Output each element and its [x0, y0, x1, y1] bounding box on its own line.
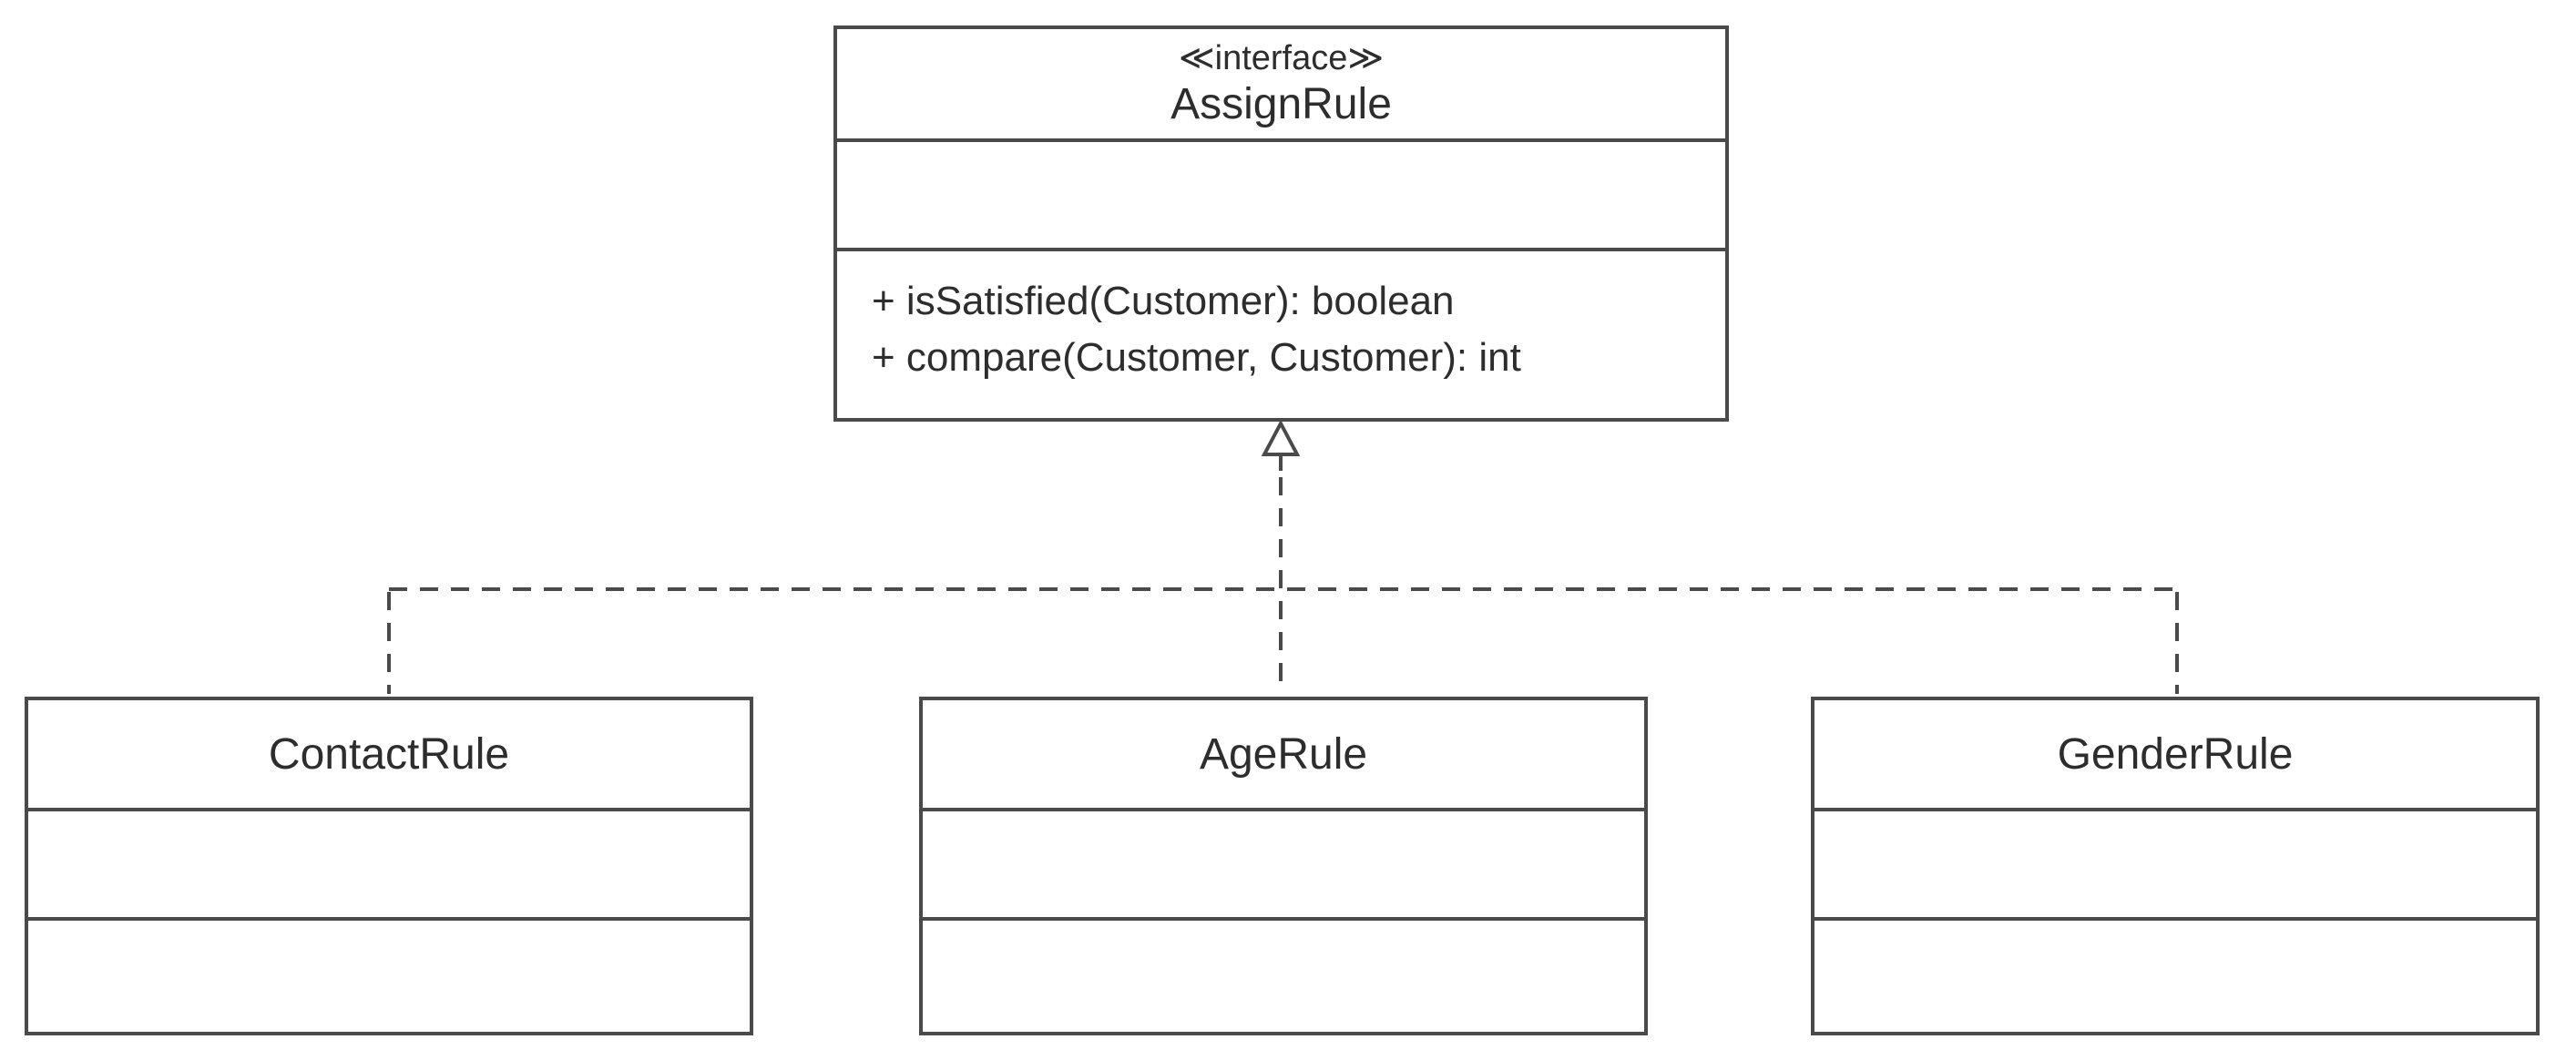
contactrule-methods-compartment [28, 917, 750, 1032]
class-box-agerule: AgeRule [919, 697, 1648, 1035]
genderrule-attributes-compartment [1814, 808, 2536, 917]
class-name-agerule: AgeRule [1199, 729, 1368, 779]
contactrule-attributes-compartment [28, 808, 750, 917]
class-box-contactrule: ContactRule [25, 697, 753, 1035]
agerule-methods-compartment [923, 917, 1644, 1032]
agerule-attributes-compartment [923, 808, 1644, 917]
genderrule-methods-compartment [1814, 917, 2536, 1032]
method-compare: + compare(Customer, Customer): int [872, 335, 1521, 380]
method-issatisfied: + isSatisfied(Customer): boolean [872, 279, 1455, 323]
class-name-genderrule: GenderRule [2057, 729, 2294, 779]
interface-attributes-compartment [837, 138, 1725, 248]
class-box-genderrule: GenderRule [1811, 697, 2540, 1035]
interface-name: AssignRule [1170, 80, 1392, 128]
class-name-contactrule: ContactRule [268, 729, 510, 779]
interface-methods-compartment: + isSatisfied(Customer): boolean + compa… [837, 248, 1725, 418]
interface-header-compartment: ≪interface≫ AssignRule [837, 29, 1725, 138]
interface-box-assignrule: ≪interface≫ AssignRule + isSatisfied(Cus… [833, 25, 1729, 422]
interface-stereotype: ≪interface≫ [1178, 39, 1385, 77]
realization-arrowhead [1261, 419, 1301, 456]
